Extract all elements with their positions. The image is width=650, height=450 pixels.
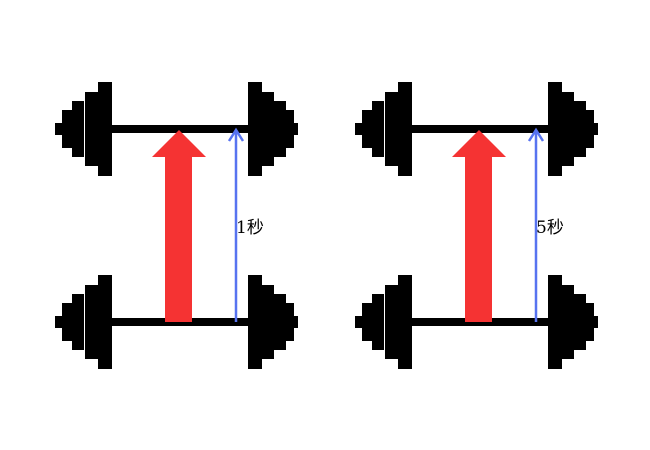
duration-label: 1秒 [236,218,264,238]
arrow-up-icon [152,130,206,322]
arrow-up-icon [452,130,506,322]
thin-arrow-up-icon [227,127,245,322]
panel-fast-lift: 1秒 [55,82,298,369]
duration-label: 5秒 [536,218,564,238]
barbell-icon [355,82,598,176]
panel-slow-lift: 5秒 [355,82,598,369]
barbell-icon [55,82,298,176]
thin-arrow-up-icon [527,127,545,322]
